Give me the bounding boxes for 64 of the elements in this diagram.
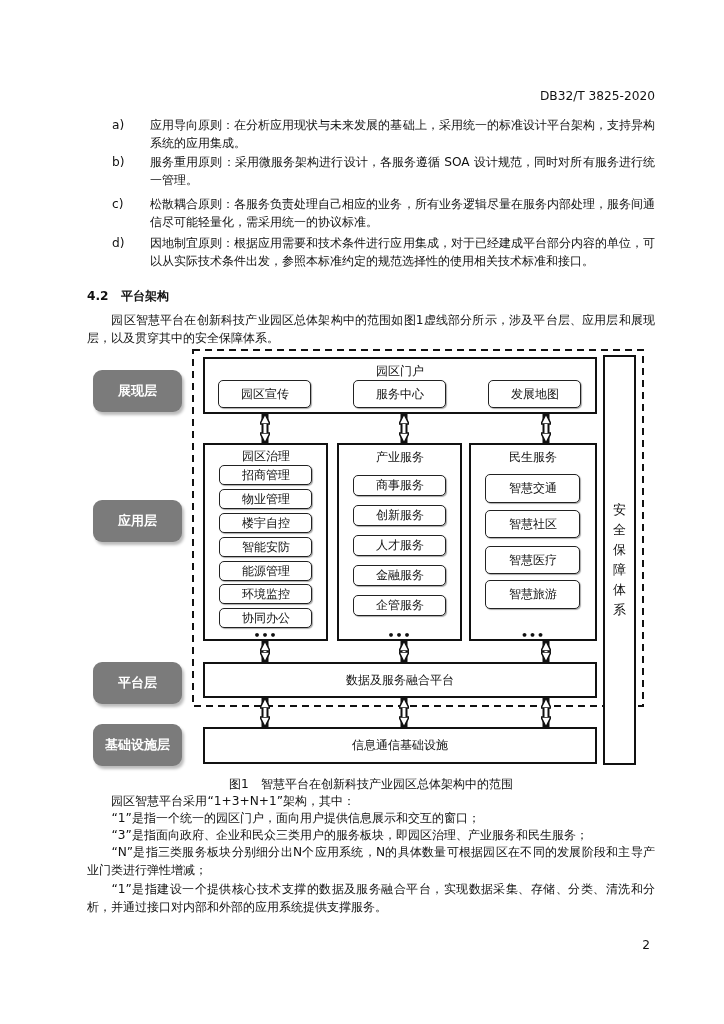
- layer-label: 基础设施层: [93, 724, 182, 766]
- module-box: 智慧交通: [485, 474, 580, 503]
- service-group-box: [203, 443, 328, 641]
- double-arrow: [259, 697, 271, 728]
- ellipsis-dots: •••: [386, 629, 413, 642]
- module-box: 智慧医疗: [485, 546, 580, 574]
- group-heading: 产业服务: [374, 449, 425, 466]
- module-box: 服务中心: [353, 380, 446, 408]
- module-box: 智慧旅游: [485, 580, 580, 609]
- double-arrow: [398, 413, 410, 444]
- ellipsis-dots: •••: [519, 629, 547, 642]
- section-heading: 4.2 平台架构: [87, 288, 170, 305]
- paragraph: 园区智慧平台采用“1+3+N+1”架构，其中：: [110, 793, 357, 810]
- double-arrow: [540, 697, 552, 728]
- module-box: 智慧社区: [485, 510, 580, 538]
- double-arrow: [398, 640, 410, 663]
- figure-caption: 图1 智慧平台在创新科技产业园区总体架构中的范围: [228, 776, 514, 793]
- module-box: 园区宣传: [218, 380, 311, 408]
- group-heading: 园区门户: [375, 363, 425, 380]
- module-box: 企管服务: [353, 595, 446, 616]
- paragraph: “N”是指三类服务板块分别细分出N个应用系统，N的具体数量可根据园区在不同的发展阶段和主导产业门类进行弹性增减；: [87, 844, 655, 879]
- portal-panel: [203, 357, 597, 414]
- double-arrow: [398, 697, 410, 728]
- module-box: 楼宇自控: [219, 513, 312, 533]
- paragraph: “1”是指一个统一的园区门户，面向用户提供信息展示和交互的窗口；: [110, 810, 481, 827]
- principle-text: 因地制宜原则：根据应用需要和技术条件进行应用集成，对于已经建成平台部分内容的单位，可以从实际技术条件出发，参照本标准约定的规范选择性的使用相关技术标准和接口。: [150, 235, 655, 270]
- paragraph: “1”是指建设一个提供核心技术支撑的数据及服务融合平台，实现数据采集、存储、分类、清洗和分析，并通过接口对内部和外部的应用系统提供支撑服务。: [87, 881, 655, 916]
- list-marker: c): [112, 196, 125, 213]
- module-box: 发展地图: [488, 380, 581, 408]
- group-heading: 民生服务: [508, 449, 558, 466]
- layer-label: 应用层: [93, 500, 182, 542]
- double-arrow: [259, 640, 271, 663]
- security-column: 安全保障体系: [603, 355, 636, 765]
- ellipsis-dots: •••: [252, 629, 279, 642]
- platform-box: 信息通信基础设施: [203, 727, 597, 764]
- module-box: 协同办公: [219, 608, 312, 628]
- service-group-box: [469, 443, 597, 641]
- paragraph: “3”是指面向政府、企业和民众三类用户的服务板块，即园区治理、产业服务和民生服务；: [110, 827, 589, 844]
- module-box: 创新服务: [353, 505, 446, 526]
- module-box: 人才服务: [353, 535, 446, 556]
- paragraph: 园区智慧平台在创新科技产业园区总体架构中的范围如图1虚线部分所示，涉及平台层、应用层和展现层，以及贯穿其中的安全保障体系。: [87, 312, 655, 347]
- module-box: 金融服务: [353, 565, 446, 586]
- module-box: 能源管理: [219, 561, 312, 581]
- module-box: 商事服务: [353, 475, 446, 496]
- principle-text: 松散耦合原则：各服务负责处理自己相应的业务，所有业务逻辑尽量在服务内部处理，服务间通信尽可能轻量化，需采用统一的协议标准。: [150, 196, 655, 231]
- page-number: 2: [641, 937, 650, 954]
- list-marker: a): [112, 117, 126, 134]
- group-heading: 园区治理: [240, 448, 291, 465]
- service-group-box: [337, 443, 462, 641]
- module-box: 招商管理: [219, 465, 312, 485]
- platform-box: 数据及服务融合平台: [203, 662, 597, 698]
- double-arrow: [259, 413, 271, 444]
- document-code: DB32/T 3825-2020: [538, 88, 655, 105]
- list-marker: b): [112, 154, 126, 171]
- list-marker: d): [112, 235, 126, 252]
- principle-text: 服务重用原则：采用微服务架构进行设计，各服务遵循 SOA 设计规范，同时对所有服务进行统一管理。: [150, 154, 655, 189]
- module-box: 智能安防: [219, 537, 312, 557]
- layer-label: 展现层: [93, 370, 182, 412]
- layer-label: 平台层: [93, 662, 182, 704]
- module-box: 环境监控: [219, 584, 312, 604]
- principle-text: 应用导向原则：在分析应用现状与未来发展的基础上，采用统一的标准设计平台架构，支持异构系统的应用集成。: [150, 117, 655, 152]
- double-arrow: [540, 413, 552, 444]
- double-arrow: [540, 640, 552, 663]
- module-box: 物业管理: [219, 489, 312, 509]
